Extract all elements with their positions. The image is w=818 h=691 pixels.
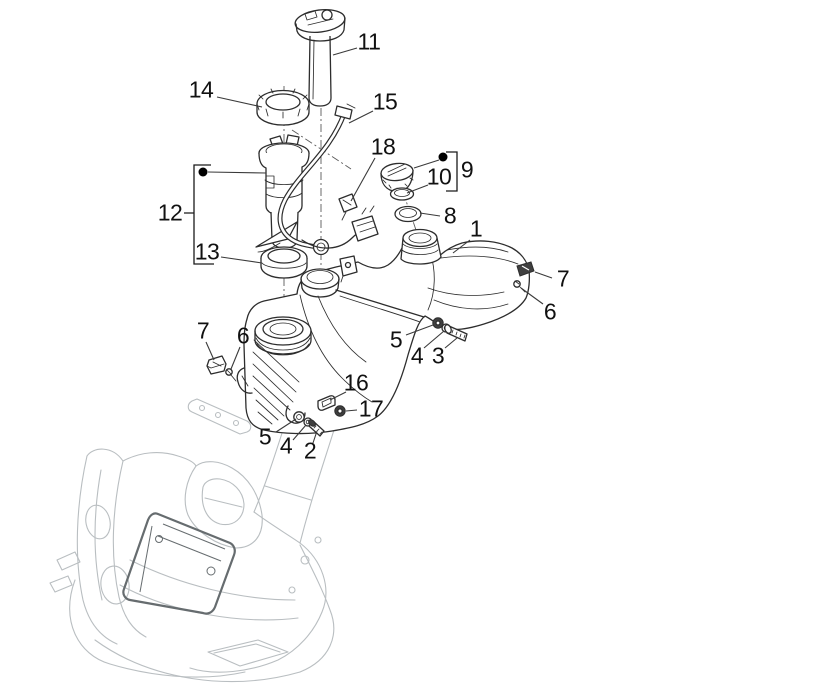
callout-bracket-b9 — [446, 151, 458, 192]
clip-nut-left — [206, 355, 227, 375]
tank-pump-opening — [254, 316, 312, 356]
tank-bracket-tab — [339, 255, 358, 283]
callout-number-c15[interactable]: 15 — [372, 88, 398, 115]
dot-leader-line — [413, 159, 440, 169]
reference-dot — [438, 152, 448, 162]
screw-left — [225, 368, 237, 382]
leader-line-c15 — [348, 110, 374, 124]
leader-line-c7l — [205, 341, 215, 361]
callout-number-c9[interactable]: 9 — [460, 156, 474, 183]
washer-bottom-outer — [293, 411, 305, 423]
callout-number-c11[interactable]: 11 — [357, 28, 381, 55]
leader-line-c10 — [406, 184, 429, 194]
reference-dot — [198, 167, 208, 177]
cap-o-ring — [389, 187, 415, 201]
callout-number-c4m[interactable]: 4 — [410, 342, 424, 369]
pump-wiring-connector — [301, 205, 379, 249]
leader-line-c1 — [452, 239, 471, 254]
callout-number-c7r[interactable]: 7 — [556, 265, 570, 292]
tank-mount-strap — [187, 398, 252, 435]
callout-number-c17[interactable]: 17 — [358, 395, 384, 422]
hose-clip — [338, 193, 358, 221]
leader-line-c6r — [520, 287, 544, 305]
chassis-frame — [49, 398, 335, 683]
leader-line-c13 — [220, 256, 263, 264]
callout-number-c10[interactable]: 10 — [426, 163, 452, 190]
callout-number-c8[interactable]: 8 — [443, 202, 457, 229]
clip-nut-right — [516, 261, 535, 277]
tank-face-hatch — [252, 339, 300, 425]
leader-line-c11 — [332, 47, 358, 56]
tank-filler-neck — [400, 228, 442, 265]
callout-number-c12[interactable]: 12 — [157, 199, 183, 226]
callout-number-c18[interactable]: 18 — [370, 133, 396, 160]
callout-number-c13[interactable]: 13 — [194, 238, 220, 265]
ring-nut — [256, 88, 310, 126]
floor-panel — [122, 512, 236, 615]
washer-mid-outer — [432, 317, 444, 329]
flange-nut — [334, 405, 346, 417]
dot-leader-line — [207, 171, 267, 174]
bolt-bottom — [308, 419, 325, 437]
leader-line-c4b — [292, 424, 307, 441]
leader-line-c18 — [350, 157, 376, 202]
neck-gasket — [394, 205, 422, 223]
callout-bracket-b12 — [184, 164, 214, 265]
callout-number-c3[interactable]: 3 — [431, 342, 445, 369]
leader-line-c16 — [329, 391, 347, 401]
callout-number-c14[interactable]: 14 — [188, 76, 214, 103]
callout-number-c5b[interactable]: 5 — [258, 423, 272, 450]
leader-line-c5m — [405, 324, 434, 336]
leader-line-c8 — [419, 212, 441, 217]
tank-sender-opening — [300, 268, 340, 298]
fuel-tank — [236, 228, 531, 435]
pump-seal-ring — [260, 246, 308, 279]
level-sender-tube — [294, 9, 346, 107]
fuel-pump-assembly — [255, 134, 310, 255]
callout-number-c1[interactable]: 1 — [469, 215, 483, 242]
callout-number-c2[interactable]: 2 — [303, 437, 317, 464]
leader-line-c17 — [345, 409, 358, 412]
leader-line-c5b — [275, 418, 297, 433]
annotation-layer — [184, 47, 553, 444]
leader-line-c7r — [534, 271, 553, 279]
callout-number-c6r[interactable]: 6 — [543, 298, 557, 325]
leader-line-c6l — [230, 346, 241, 370]
callout-number-c4b[interactable]: 4 — [279, 432, 293, 459]
leader-line-c2 — [312, 430, 318, 444]
leader-line-c3 — [444, 337, 458, 349]
leader-line-c14 — [216, 96, 263, 108]
callout-number-c7l[interactable]: 7 — [196, 317, 210, 344]
leader-line-c4m — [423, 330, 445, 349]
callout-number-c6l[interactable]: 6 — [236, 322, 250, 349]
callout-number-c16[interactable]: 16 — [343, 369, 369, 396]
fuel-cap — [380, 162, 414, 193]
callout-number-c5m[interactable]: 5 — [389, 326, 403, 353]
bolt-mid — [444, 324, 468, 342]
